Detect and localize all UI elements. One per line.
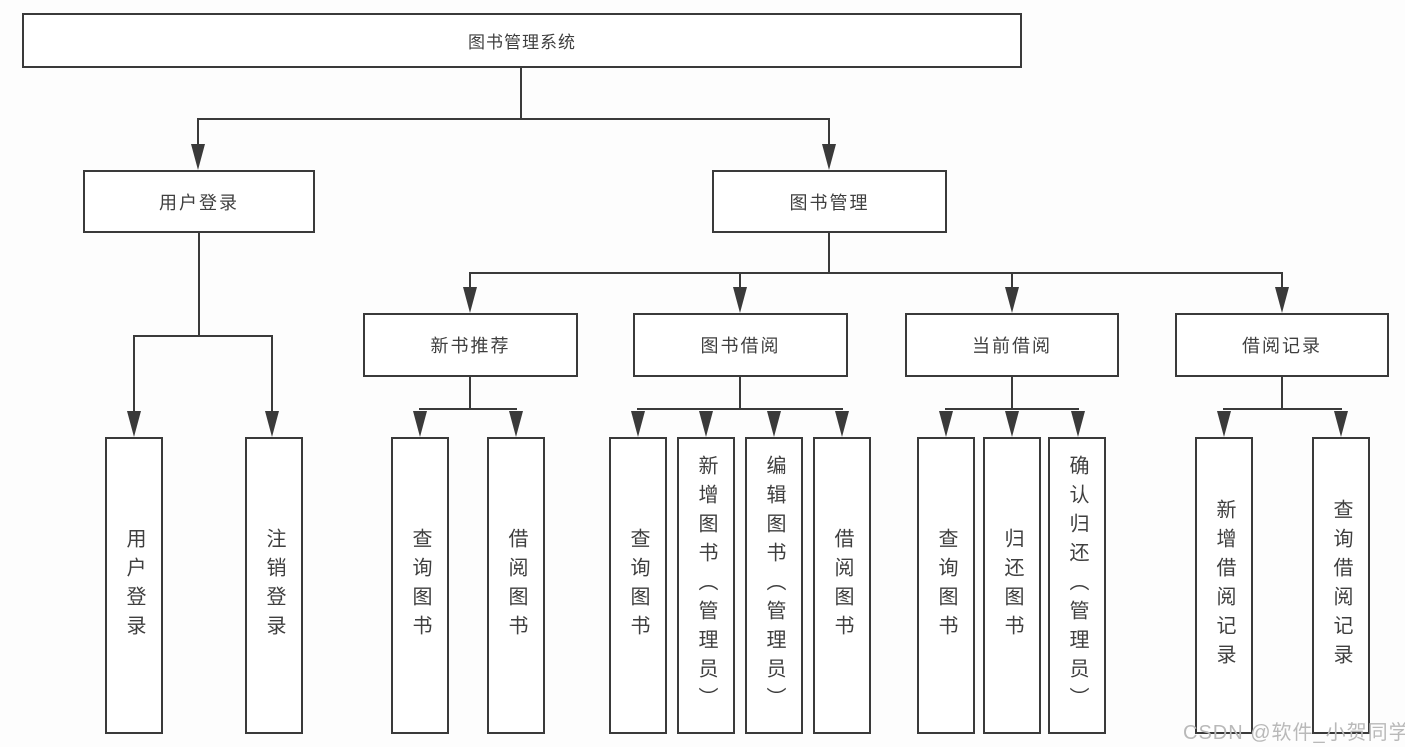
connector-line xyxy=(1281,377,1283,410)
node-label: 查询借阅记录 xyxy=(1330,498,1352,673)
arrow-down-icon xyxy=(509,411,523,437)
arrow-down-icon xyxy=(1071,411,1085,437)
arrow-down-icon xyxy=(822,144,836,170)
csdn-watermark: CSDN @软件_小贺同学 xyxy=(1183,722,1405,744)
arrow-down-icon xyxy=(733,287,747,313)
connector-line xyxy=(520,68,522,118)
arrow-down-icon xyxy=(1275,287,1289,313)
connector-line xyxy=(198,233,200,337)
leaf-query-books-1: 查询图书 xyxy=(391,437,449,734)
node-label: 借阅图书 xyxy=(831,527,853,644)
node-label: 当前借阅 xyxy=(972,336,1052,356)
connector-line xyxy=(739,272,741,288)
node-label: 查询图书 xyxy=(627,527,649,644)
connector-line xyxy=(469,377,471,410)
arrow-down-icon xyxy=(1217,411,1231,437)
arrow-down-icon xyxy=(265,411,279,437)
node-label: 注销登录 xyxy=(263,527,285,644)
node-label: 用户登录 xyxy=(123,527,145,644)
connector-line xyxy=(1011,377,1013,410)
connector-line xyxy=(469,272,471,288)
node-label: 查询图书 xyxy=(935,527,957,644)
arrow-down-icon xyxy=(767,411,781,437)
node-label: 图书借阅 xyxy=(700,336,781,356)
connector-line xyxy=(828,233,830,274)
leaf-add-book-admin: 新增图书（管理员） xyxy=(677,437,735,734)
node-label: 图书管理系统 xyxy=(468,33,576,52)
arrow-down-icon xyxy=(1334,411,1348,437)
arrow-down-icon xyxy=(835,411,849,437)
leaf-return-book: 归还图书 xyxy=(983,437,1041,734)
leaf-borrow-books-2: 借阅图书 xyxy=(813,437,871,734)
connector-line xyxy=(828,118,830,146)
leaf-user-login: 用户登录 xyxy=(105,437,163,734)
arrow-down-icon xyxy=(127,411,141,437)
leaf-confirm-return-admin: 确认归还（管理员） xyxy=(1048,437,1106,734)
node-book-borrowing: 图书借阅 xyxy=(633,313,848,377)
leaf-logout: 注销登录 xyxy=(245,437,303,734)
node-label: 借阅图书 xyxy=(505,527,527,644)
arrow-down-icon xyxy=(413,411,427,437)
arrow-down-icon xyxy=(191,144,205,170)
connector-line xyxy=(945,408,1079,410)
connector-line xyxy=(1223,408,1342,410)
arrow-down-icon xyxy=(699,411,713,437)
leaf-borrow-books-1: 借阅图书 xyxy=(487,437,545,734)
node-label: 新增图书（管理员） xyxy=(695,455,717,716)
leaf-edit-book-admin: 编辑图书（管理员） xyxy=(745,437,803,734)
connector-line xyxy=(637,408,843,410)
connector-line xyxy=(739,377,741,410)
node-label: 图书管理 xyxy=(789,192,870,213)
node-label: 新书推荐 xyxy=(430,336,511,356)
node-current-borrowing: 当前借阅 xyxy=(905,313,1119,377)
connector-line xyxy=(419,408,517,410)
node-label: 查询图书 xyxy=(409,527,431,644)
connector-line xyxy=(271,335,273,412)
connector-line xyxy=(197,118,199,146)
connector-line xyxy=(133,335,273,337)
leaf-add-borrow-record: 新增借阅记录 xyxy=(1195,437,1253,734)
arrow-down-icon xyxy=(1005,411,1019,437)
node-label: 归还图书 xyxy=(1001,527,1023,644)
connector-line xyxy=(1011,272,1013,288)
leaf-query-books-3: 查询图书 xyxy=(917,437,975,734)
arrow-down-icon xyxy=(1005,287,1019,313)
node-label: 确认归还（管理员） xyxy=(1066,455,1088,716)
node-library-management-system: 图书管理系统 xyxy=(22,13,1022,68)
node-label: 借阅记录 xyxy=(1242,336,1322,356)
connector-line xyxy=(197,118,830,120)
arrow-down-icon xyxy=(463,287,477,313)
node-new-book-recommendation: 新书推荐 xyxy=(363,313,578,377)
leaf-query-borrow-record: 查询借阅记录 xyxy=(1312,437,1370,734)
node-label: 新增借阅记录 xyxy=(1213,498,1235,673)
node-user-login: 用户登录 xyxy=(83,170,315,233)
connector-line xyxy=(1281,272,1283,288)
arrow-down-icon xyxy=(939,411,953,437)
node-label: 编辑图书（管理员） xyxy=(763,455,785,716)
arrow-down-icon xyxy=(631,411,645,437)
node-borrowing-records: 借阅记录 xyxy=(1175,313,1389,377)
node-book-management: 图书管理 xyxy=(712,170,947,233)
connector-line xyxy=(469,272,1283,274)
node-label: 用户登录 xyxy=(159,192,239,213)
connector-line xyxy=(133,335,135,412)
leaf-query-books-2: 查询图书 xyxy=(609,437,667,734)
